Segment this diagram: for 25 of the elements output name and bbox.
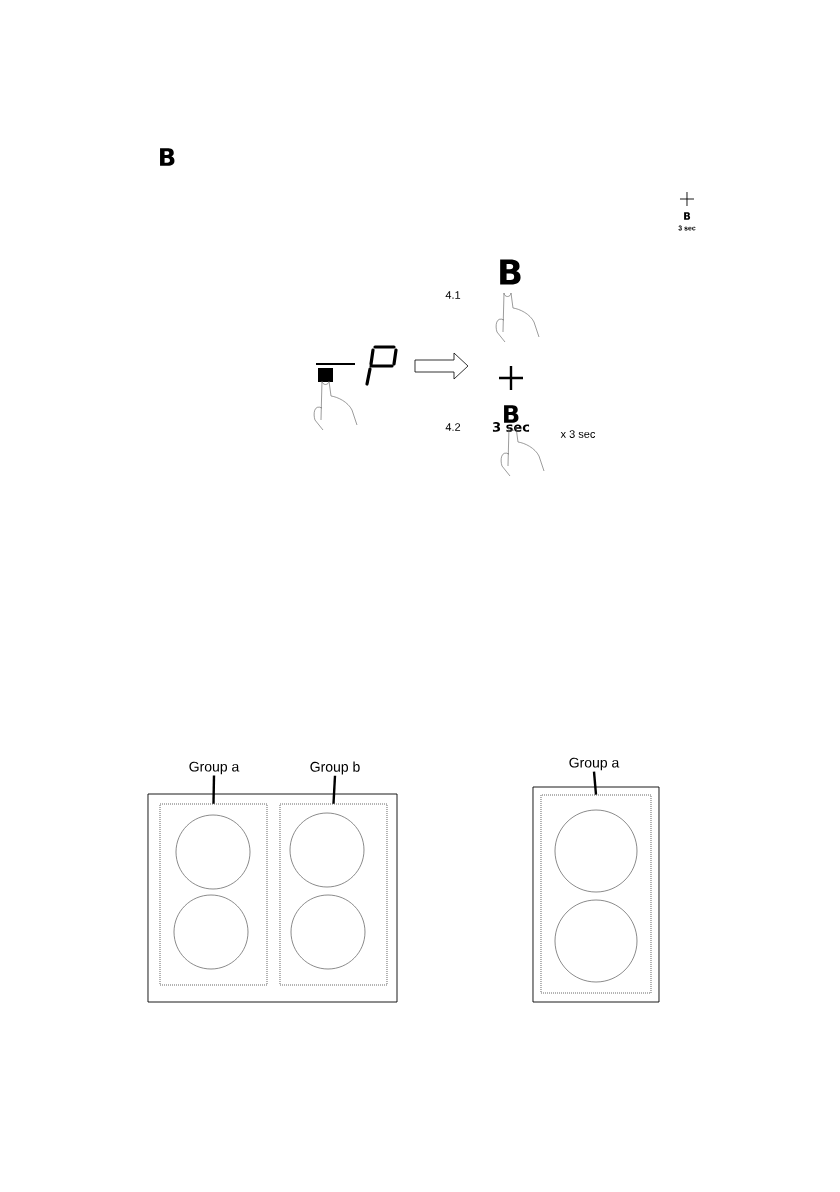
arrow: [414, 352, 469, 380]
cooking-zone: [289, 812, 365, 888]
cooking-zone: [173, 894, 249, 970]
leader-line: [212, 775, 216, 804]
group-label: Group a: [569, 757, 620, 771]
duration-text: x 3 sec: [560, 430, 596, 438]
leader-line: [332, 775, 337, 804]
dotted-group-box: [159, 803, 268, 986]
cooking-zone: [290, 894, 366, 970]
key-with-finger: B: [495, 259, 540, 343]
keypad-drawing: [313, 345, 398, 431]
hob-outline: [147, 793, 398, 1003]
key-with-finger: B 3 sec: [492, 364, 545, 477]
hob-outline: [532, 786, 660, 1003]
group-label: Group b: [310, 761, 360, 775]
cooking-zone: [175, 814, 251, 890]
cooking-zone: [554, 809, 638, 893]
step-number: 4.2: [445, 423, 461, 431]
group-label: Group a: [189, 761, 240, 775]
leader-line: [592, 771, 598, 795]
key-symbol: B: [160, 148, 175, 166]
cooking-zone: [554, 899, 638, 983]
dotted-group-box: [540, 794, 652, 994]
step-number: 4.1: [445, 291, 461, 299]
dotted-group-box: [279, 803, 388, 986]
